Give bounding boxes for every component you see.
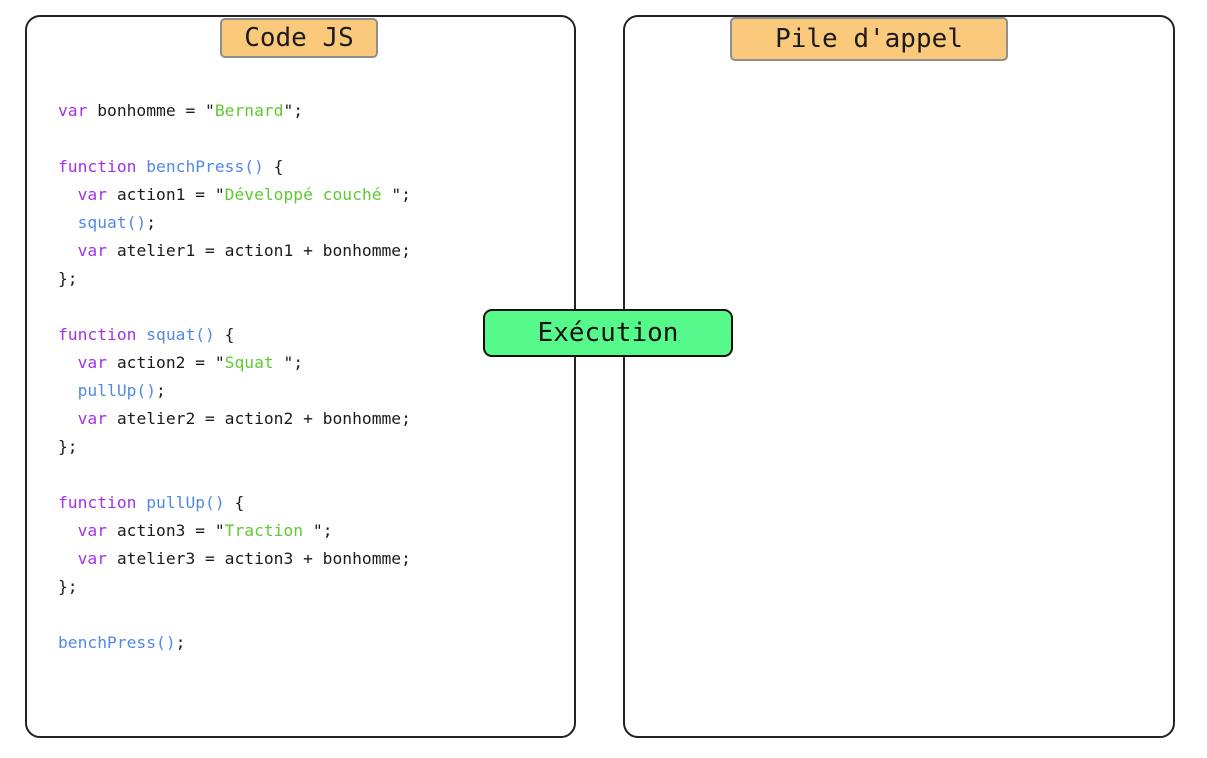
code-token-keyword: var [77, 241, 108, 260]
code-token-plain [58, 409, 78, 428]
code-token-function: pullUp() [77, 381, 157, 400]
code-line: function benchPress() { [58, 153, 411, 181]
code-line: squat(); [58, 209, 411, 237]
code-token-keyword: var [77, 549, 108, 568]
code-token-keyword: var [77, 353, 108, 372]
code-token-plain: atelier1 = action1 + bonhomme; [107, 241, 411, 260]
code-token-plain: action2 = " [107, 353, 225, 372]
code-line [58, 461, 411, 489]
code-token-plain [58, 241, 78, 260]
code-token-keyword: var [77, 521, 108, 540]
code-line: var action3 = "Traction "; [58, 517, 411, 545]
code-line: }; [58, 573, 411, 601]
code-line: var atelier3 = action3 + bonhomme; [58, 545, 411, 573]
code-line: pullUp(); [58, 377, 411, 405]
code-line: var bonhomme = "Bernard"; [58, 97, 411, 125]
code-token-plain: { [214, 325, 235, 344]
code-panel-title-text: Code JS [244, 23, 354, 53]
execution-button[interactable]: Exécution [483, 309, 733, 357]
code-line: var atelier2 = action2 + bonhomme; [58, 405, 411, 433]
code-token-plain: }; [58, 269, 78, 288]
code-token-plain: atelier3 = action3 + bonhomme; [107, 549, 411, 568]
code-token-plain: "; [283, 101, 304, 120]
code-token-keyword: var [58, 101, 88, 120]
code-token-plain: action1 = " [107, 185, 225, 204]
call-stack-panel-title-text: Pile d'appel [775, 24, 963, 54]
code-token-string: Traction [224, 521, 313, 540]
code-token-plain: "; [391, 185, 411, 204]
code-token-keyword: var [77, 185, 108, 204]
code-token-plain: bonhomme = " [87, 101, 215, 120]
code-token-plain [58, 353, 78, 372]
code-token-plain: action3 = " [107, 521, 225, 540]
code-line: benchPress(); [58, 629, 411, 657]
code-token-keyword: var [77, 409, 108, 428]
code-token-plain: ; [175, 633, 186, 652]
code-token-plain [136, 493, 146, 512]
code-line: }; [58, 433, 411, 461]
code-token-string: Squat [224, 353, 284, 372]
code-token-plain: ; [146, 213, 157, 232]
code-token-plain [58, 549, 78, 568]
code-token-plain [58, 213, 78, 232]
code-token-plain: ; [156, 381, 166, 400]
code-line: function pullUp() { [58, 489, 411, 517]
code-line: }; [58, 265, 411, 293]
code-token-keyword: function [58, 157, 137, 176]
code-token-string: Bernard [214, 101, 284, 120]
code-token-keyword: function [58, 493, 137, 512]
code-token-plain [58, 381, 78, 400]
call-stack-panel-title: Pile d'appel [730, 17, 1008, 61]
code-listing: var bonhomme = "Bernard"; function bench… [58, 97, 411, 657]
code-token-plain: atelier2 = action2 + bonhomme; [107, 409, 411, 428]
code-token-plain [58, 521, 78, 540]
code-token-function: benchPress() [58, 633, 176, 652]
execution-button-label: Exécution [537, 318, 679, 348]
code-token-function: benchPress() [146, 157, 264, 176]
code-line: var action1 = "Développé couché "; [58, 181, 411, 209]
code-token-function: pullUp() [146, 493, 225, 512]
code-line [58, 293, 411, 321]
code-token-plain: "; [312, 521, 333, 540]
code-token-plain: }; [58, 437, 78, 456]
code-token-plain: { [224, 493, 245, 512]
code-token-string: Développé couché [224, 185, 392, 204]
code-line: var action2 = "Squat "; [58, 349, 411, 377]
code-token-plain: "; [283, 353, 304, 372]
code-token-plain [58, 185, 78, 204]
code-line [58, 601, 411, 629]
code-line: var atelier1 = action1 + bonhomme; [58, 237, 411, 265]
code-token-function: squat() [77, 213, 147, 232]
call-stack-panel [623, 15, 1175, 738]
code-panel [25, 15, 576, 738]
code-line: function squat() { [58, 321, 411, 349]
code-token-plain [136, 325, 146, 344]
code-token-plain: { [263, 157, 284, 176]
code-token-function: squat() [146, 325, 215, 344]
code-line [58, 125, 411, 153]
code-token-plain: }; [58, 577, 78, 596]
code-panel-title: Code JS [220, 18, 378, 58]
code-token-plain [136, 157, 146, 176]
code-token-keyword: function [58, 325, 137, 344]
